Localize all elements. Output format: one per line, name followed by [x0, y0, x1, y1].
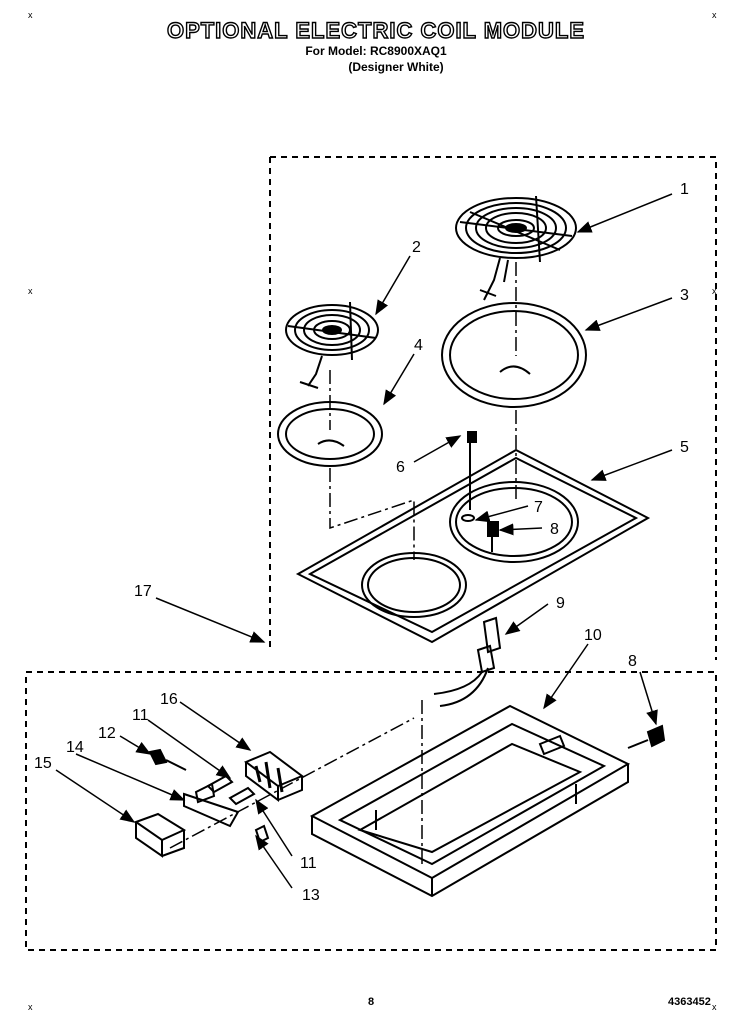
callout-5: 5 — [680, 439, 689, 456]
callout-14: 14 — [66, 739, 84, 756]
model-line: For Model: RC8900XAQ1 — [305, 44, 447, 58]
callout-11-lower: 11 — [300, 855, 317, 872]
page-number: 8 — [368, 996, 375, 1008]
callout-17: 17 — [134, 583, 152, 600]
cooktop-panel — [295, 448, 651, 644]
callout-3: 3 — [680, 287, 689, 304]
callout-labels: 1 2 3 4 5 6 7 8 8 9 10 11 11 12 13 14 15… — [34, 181, 689, 904]
corner-mark-tl: x — [28, 10, 33, 20]
callout-16: 16 — [160, 691, 178, 708]
callout-15: 15 — [34, 755, 52, 772]
callout-8-upper: 8 — [550, 521, 559, 538]
terminal-block-parts — [133, 748, 304, 858]
screw-and-clip-hardware — [461, 431, 499, 552]
corner-mark-l: x — [28, 286, 33, 296]
callout-9: 9 — [556, 595, 565, 612]
leader-arrows — [55, 193, 673, 889]
module-outline-lower — [25, 671, 717, 951]
large-coil-element — [455, 195, 577, 301]
small-coil-element — [285, 301, 379, 389]
corner-mark-tr: x — [712, 10, 717, 20]
alignment-lines — [169, 262, 517, 864]
corner-mark-r: x — [712, 286, 717, 296]
large-trim-ring — [441, 302, 587, 408]
variant-line: (Designer White) — [348, 60, 444, 74]
wire-connector — [433, 616, 502, 707]
callout-13: 13 — [302, 887, 320, 904]
page-title: OPTIONAL ELECTRIC COIL MODULE — [166, 17, 586, 43]
callout-6: 6 — [396, 459, 405, 476]
module-outline-upper — [269, 156, 717, 660]
callout-11-upper: 11 — [132, 707, 149, 724]
small-trim-ring — [277, 401, 383, 467]
callout-12: 12 — [98, 725, 116, 742]
document-number: 4363452 — [668, 996, 711, 1008]
callout-7: 7 — [534, 499, 543, 516]
callout-2: 2 — [412, 239, 421, 256]
corner-mark-bl: x — [28, 1002, 33, 1012]
corner-mark-br: x — [712, 1002, 717, 1012]
callout-1: 1 — [680, 181, 689, 198]
callout-4: 4 — [414, 337, 423, 354]
burner-box — [309, 704, 631, 898]
mounting-screw — [627, 724, 666, 749]
callout-8-lower: 8 — [628, 653, 637, 670]
callout-10: 10 — [584, 627, 602, 644]
